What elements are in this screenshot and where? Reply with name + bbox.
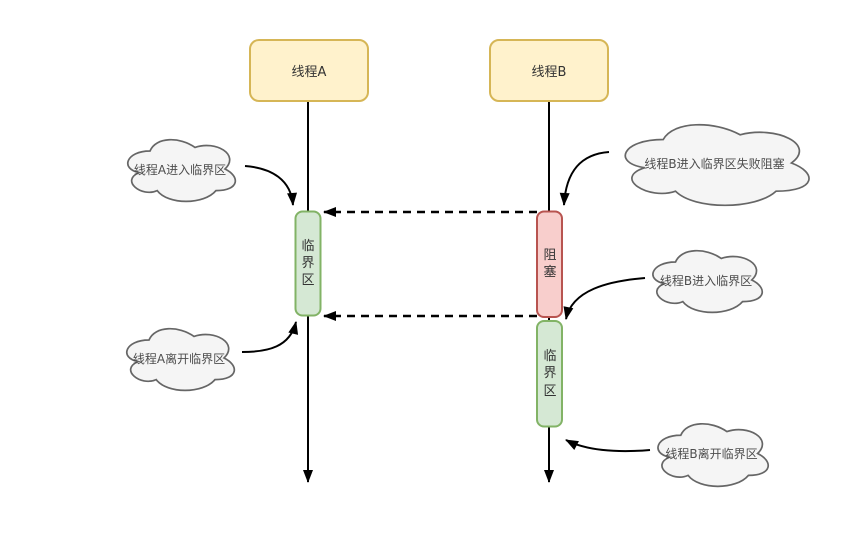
cloud-a-enter xyxy=(127,138,236,203)
arrow-b-enter xyxy=(563,277,646,320)
cloud-b-leave xyxy=(657,422,769,488)
blocked-b-node xyxy=(536,210,563,318)
cloud-b-enter-fail xyxy=(624,123,810,207)
arrow-a-enter xyxy=(244,165,298,206)
critical-section-a-node xyxy=(294,210,322,317)
critical-section-b-node xyxy=(536,320,563,428)
cloud-a-leave xyxy=(126,327,235,392)
arrow-b-enter-fail xyxy=(559,151,610,206)
cloud-b-enter xyxy=(652,249,763,314)
thread-a-node xyxy=(249,39,369,102)
arrow-a-leave xyxy=(241,321,299,353)
arrow-b-leave xyxy=(565,439,651,453)
thread-b-node xyxy=(489,39,609,102)
